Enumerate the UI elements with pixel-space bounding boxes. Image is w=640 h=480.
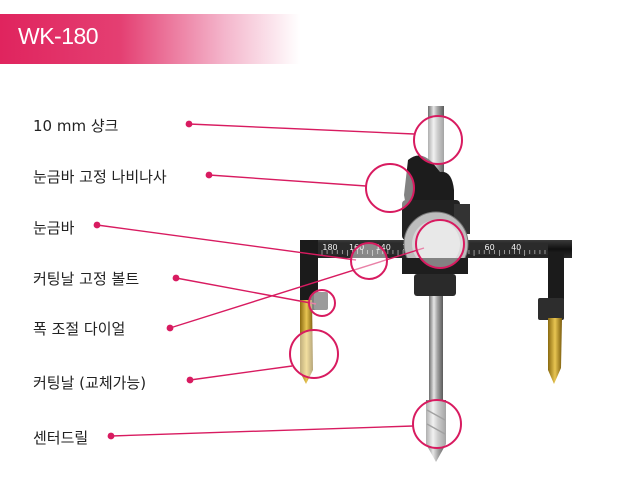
callout-drill xyxy=(412,399,462,449)
dot-blade-bolt xyxy=(172,274,180,282)
callout-blade-bolt xyxy=(308,289,336,317)
dot-drill xyxy=(107,432,115,440)
label-shank: 10 mm 샹크 xyxy=(33,117,119,135)
title-banner: WK-180 xyxy=(0,14,300,64)
right-blade xyxy=(548,318,562,384)
scale-tick-label: 140 xyxy=(376,243,391,252)
right-bolt xyxy=(538,298,564,320)
label-blade-bolt: 커팅날 고정 볼트 xyxy=(33,270,140,288)
lower-nut xyxy=(414,274,456,296)
drill-shaft xyxy=(429,296,443,402)
dot-shank xyxy=(185,120,193,128)
scale-tick-label: 60 xyxy=(485,243,495,252)
callout-dial xyxy=(415,219,465,269)
blade-bolt xyxy=(314,292,328,310)
shank xyxy=(428,106,444,172)
label-blade: 커팅날 (교체가능) xyxy=(33,374,147,392)
dot-dial xyxy=(166,324,174,332)
lower-body xyxy=(402,258,468,274)
callout-shank xyxy=(413,115,463,165)
label-scale-bar: 눈금바 xyxy=(33,219,75,237)
dot-wing-bolt xyxy=(205,171,213,179)
scale-tick-label: 40 xyxy=(511,243,521,252)
label-drill: 센터드릴 xyxy=(33,429,89,447)
callout-scale-bar xyxy=(350,242,388,280)
label-dial: 폭 조절 다이얼 xyxy=(33,320,126,338)
scale-tick-label: 180 xyxy=(322,243,337,252)
right-holder xyxy=(548,252,564,304)
callout-wing-bolt xyxy=(365,163,415,213)
callout-blade xyxy=(289,329,339,379)
dot-scale-bar xyxy=(93,221,101,229)
banner-title: WK-180 xyxy=(18,23,99,49)
left-blade xyxy=(300,300,313,384)
label-wing-bolt: 눈금바 고정 나비나사 xyxy=(33,168,167,186)
dot-blade xyxy=(186,376,194,384)
dial-inner xyxy=(412,220,460,268)
